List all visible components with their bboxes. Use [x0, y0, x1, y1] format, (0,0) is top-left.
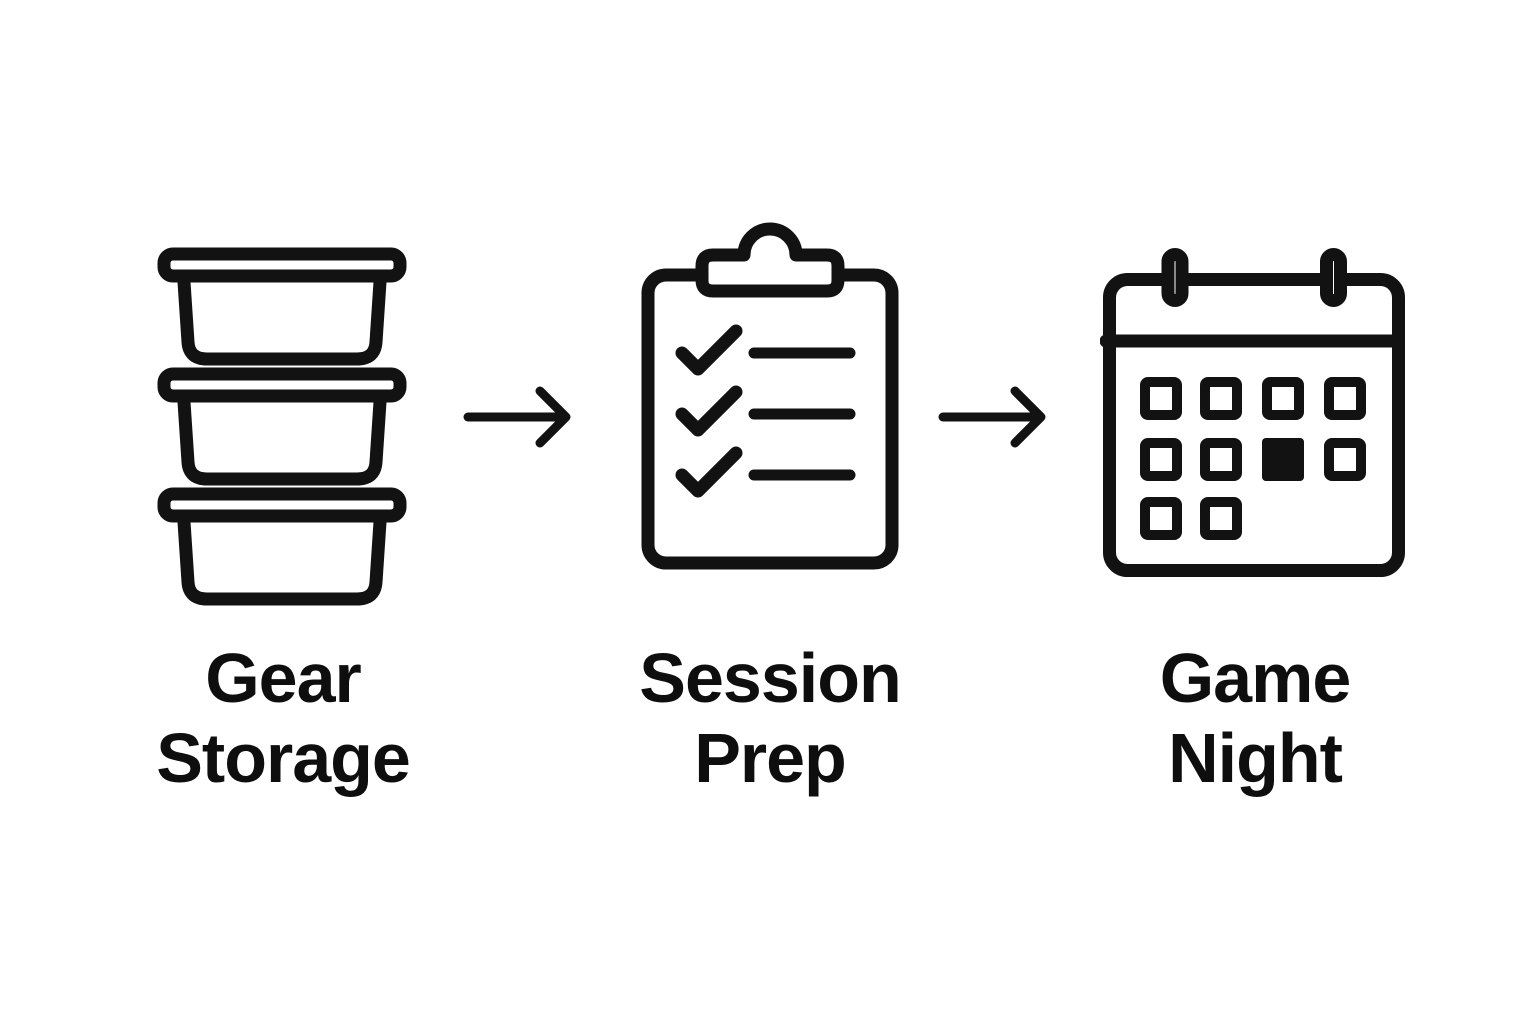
storage-bins-icon — [157, 247, 407, 606]
calendar-marked-day — [1262, 438, 1304, 481]
checklist-clipboard-icon — [641, 222, 899, 570]
step-label-game-night: Game Night — [1159, 639, 1352, 797]
step-label-session-prep: Session Prep — [639, 639, 901, 797]
arrow-right-icon — [463, 386, 571, 448]
step-label-gear-storage: Gear Storage — [156, 639, 411, 797]
arrow-right-icon — [938, 386, 1046, 448]
calendar-icon — [1100, 248, 1405, 577]
